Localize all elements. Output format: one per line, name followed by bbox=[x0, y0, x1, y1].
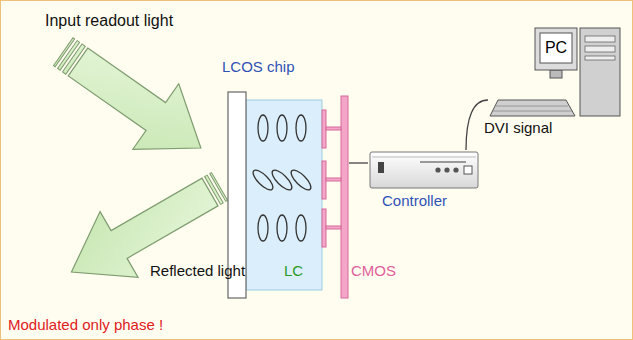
signal-label: DVI signal bbox=[482, 119, 554, 137]
light-label: Reflected light bbox=[150, 262, 245, 280]
node-label: LCOS chip bbox=[222, 58, 295, 76]
layer-label: CMOS bbox=[351, 262, 396, 280]
note-text: Modulated only phase ! bbox=[8, 316, 163, 334]
node-label: Controller bbox=[382, 192, 447, 210]
lcos-chip bbox=[228, 92, 348, 298]
cable-line bbox=[349, 163, 368, 164]
pc-icon bbox=[490, 28, 620, 116]
input-arrow bbox=[40, 19, 224, 181]
controller-node: Controller bbox=[368, 150, 480, 212]
layer-label: LC bbox=[284, 262, 303, 280]
reflected-arrow bbox=[52, 154, 238, 305]
pc-node: PC bbox=[488, 24, 624, 120]
controller-device bbox=[370, 152, 478, 188]
light-label: Input readout light bbox=[45, 12, 173, 30]
node-label: PC bbox=[540, 39, 572, 57]
